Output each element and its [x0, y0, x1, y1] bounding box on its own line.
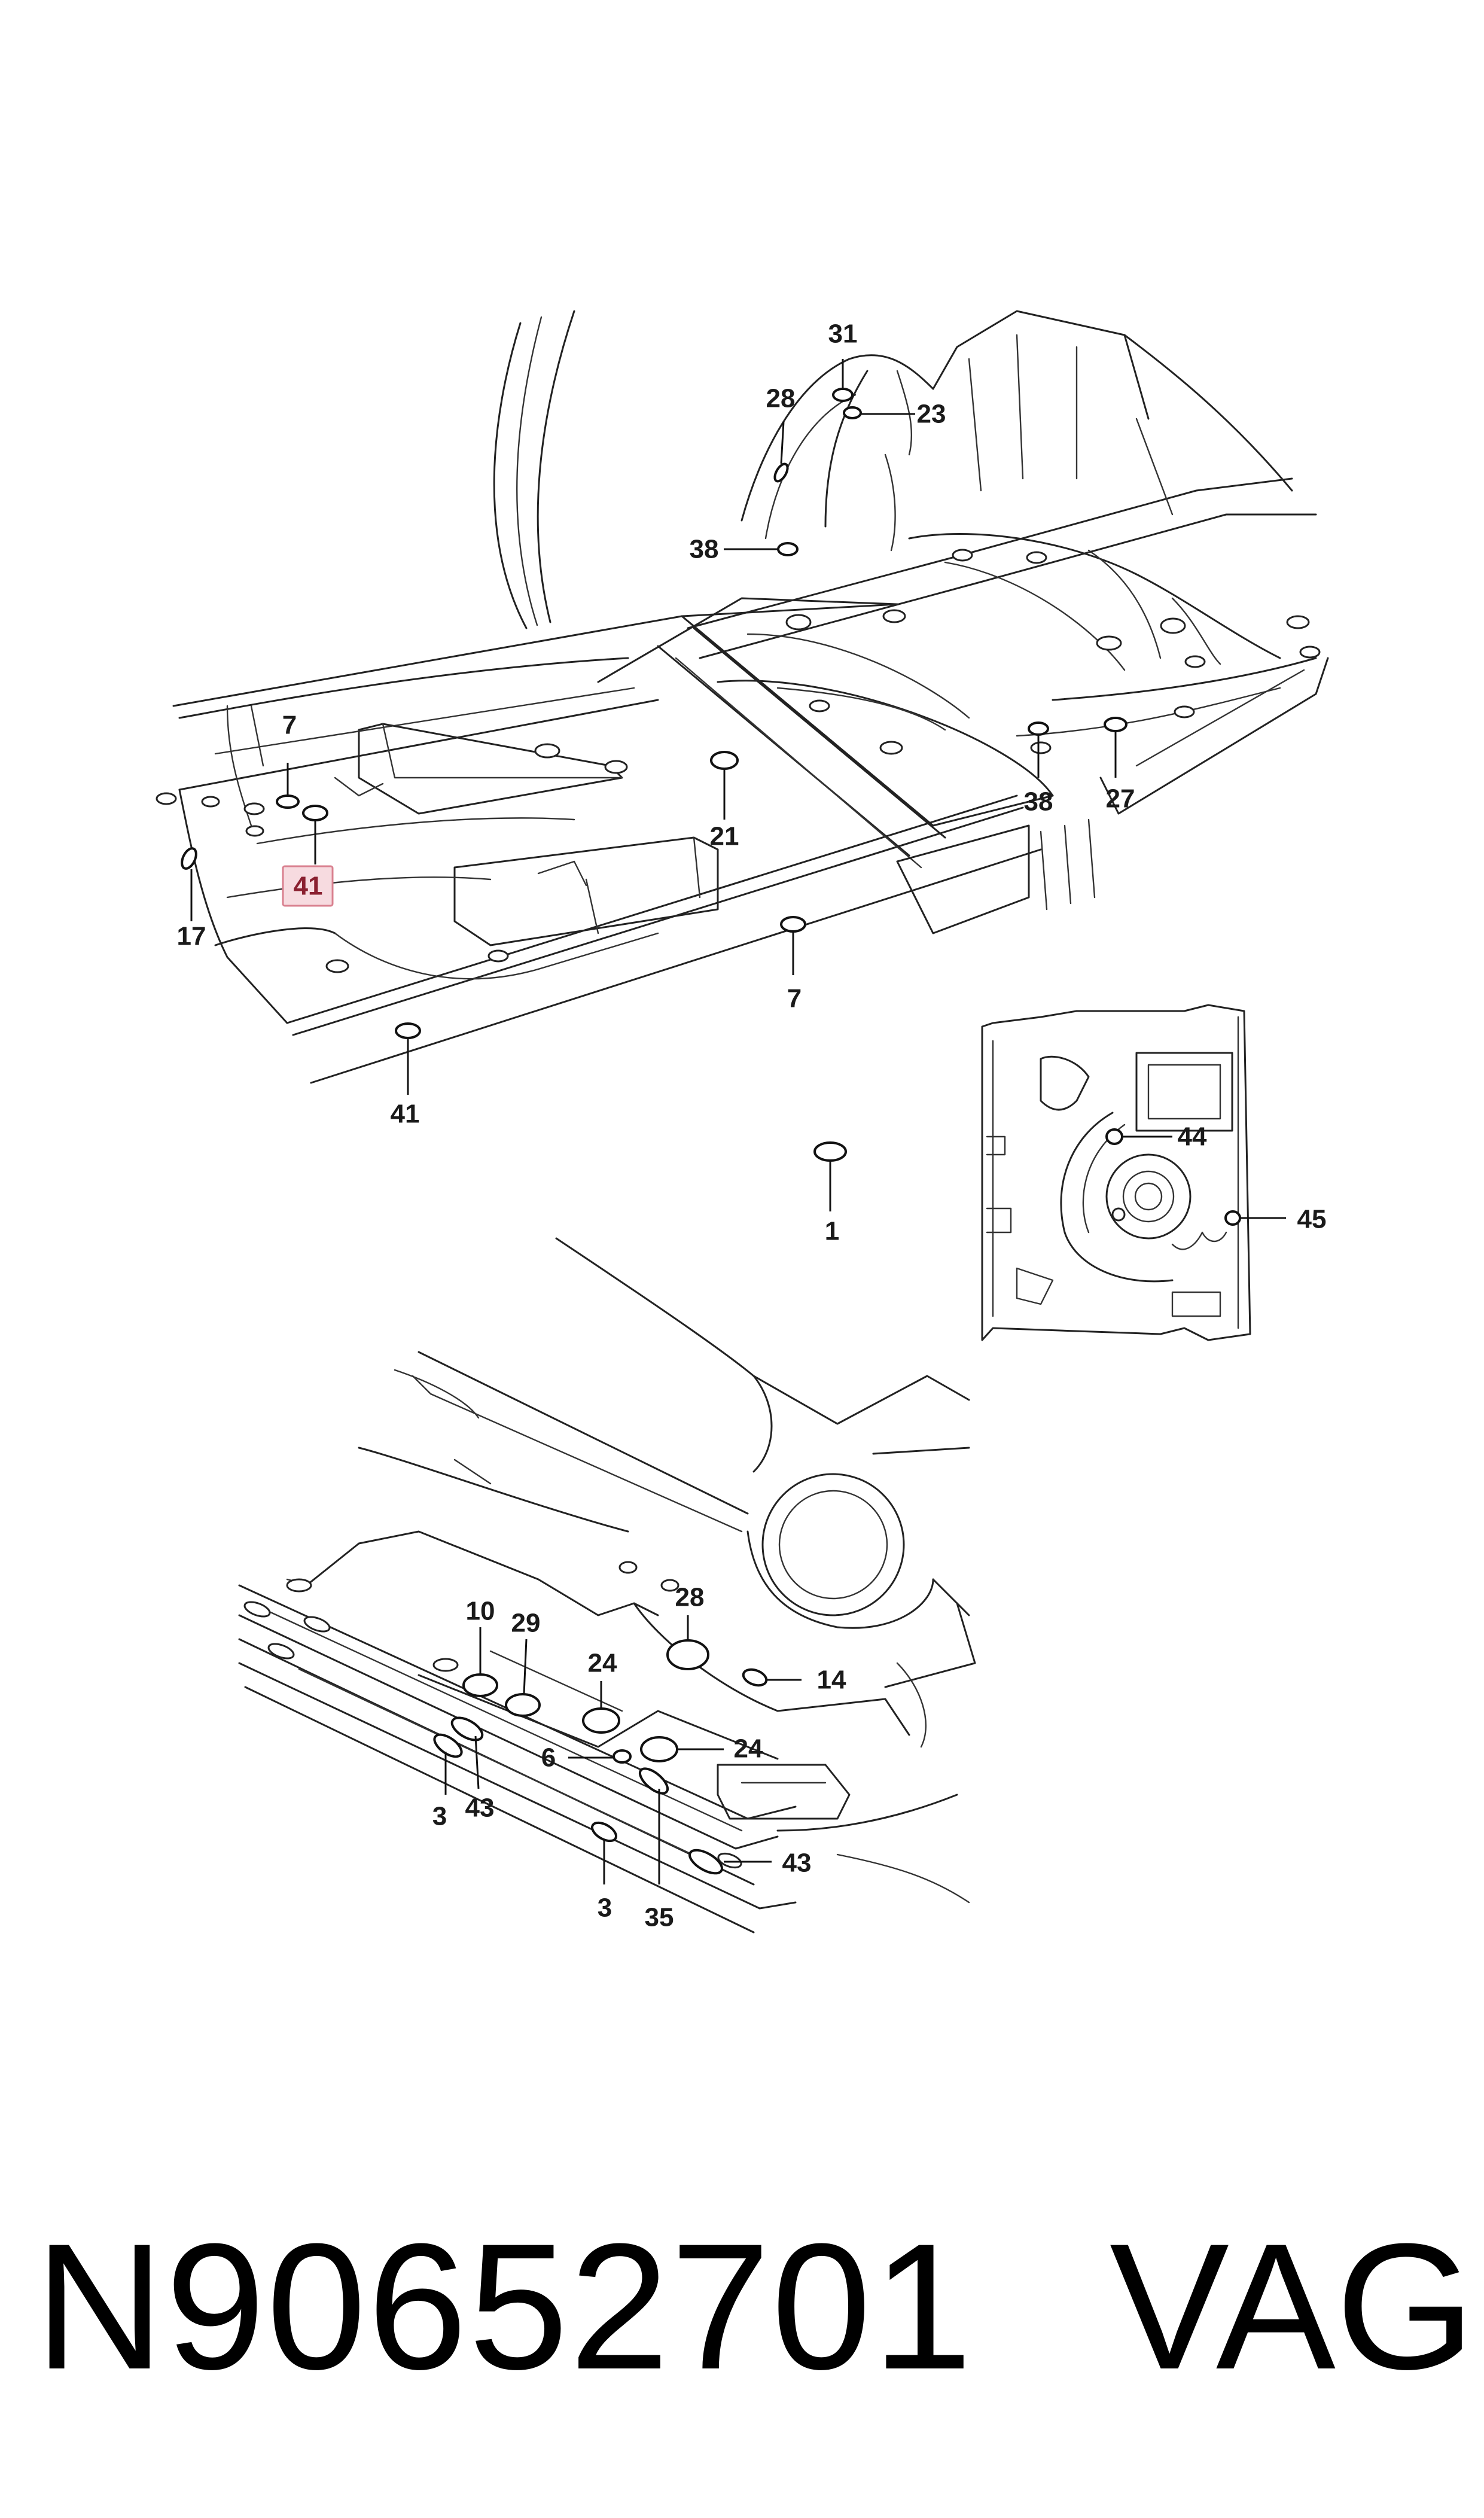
callout-7-left: 7 [282, 711, 297, 740]
callout-3-left: 3 [432, 1802, 447, 1831]
callout-24-right: 24 [734, 1734, 763, 1764]
front-floor-drawing [238, 1237, 976, 1934]
callout-21: 21 [710, 822, 739, 851]
callout-6: 6 [541, 1743, 556, 1773]
part-1-plug-drawing [813, 1141, 847, 1162]
callout-38-left: 38 [690, 535, 719, 564]
callout-23: 23 [917, 400, 946, 429]
callout-44: 44 [1178, 1122, 1207, 1152]
callout-labels: 31 28 23 38 7 41 17 21 38 27 7 41 1 44 4… [177, 319, 1327, 1932]
callout-43-right: 43 [782, 1849, 812, 1878]
callout-7-mid: 7 [787, 984, 802, 1013]
callout-14: 14 [817, 1666, 846, 1695]
callout-28-bottom: 28 [675, 1583, 705, 1612]
highlight-box-41 [282, 865, 334, 907]
callout-31: 31 [828, 319, 858, 349]
callout-38-right: 38 [1024, 787, 1053, 817]
callout-41-low: 41 [391, 1100, 420, 1129]
footer: N90652701 VAG [0, 2208, 1484, 2405]
callout-45: 45 [1297, 1205, 1327, 1234]
callout-24-top: 24 [588, 1649, 617, 1678]
leader-lines [190, 359, 1286, 1884]
callout-35: 35 [645, 1903, 674, 1932]
part-number: N90652701 [35, 2206, 974, 2407]
brand-name: VAG [1110, 2206, 1476, 2407]
callout-41-highlighted: 41 [294, 872, 323, 901]
callout-3-mid: 3 [598, 1893, 612, 1923]
callout-27: 27 [1106, 784, 1135, 814]
callout-10: 10 [466, 1597, 495, 1626]
callout-43-left: 43 [465, 1794, 495, 1823]
underbody-floor-drawing [156, 310, 1329, 1084]
callout-1: 1 [825, 1217, 839, 1246]
callout-28-top: 28 [766, 384, 796, 413]
side-panel-drawing [981, 1004, 1251, 1341]
callout-17: 17 [177, 922, 206, 951]
callout-29: 29 [511, 1609, 541, 1638]
